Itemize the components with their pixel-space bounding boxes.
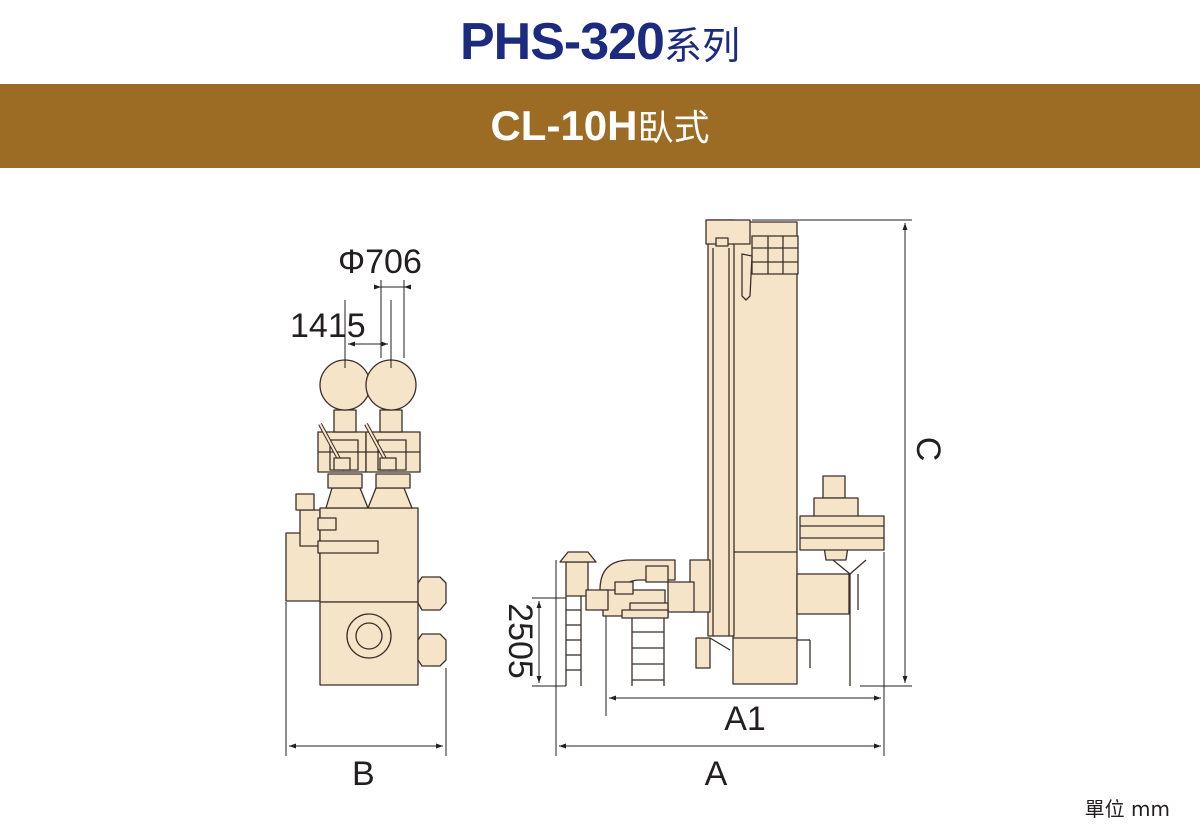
sub-model: CL-10H	[490, 102, 638, 149]
dim-2505-label: 2505	[501, 603, 539, 679]
dimension-drawing: Φ706 1415 B	[285, 219, 947, 793]
dim-a1-label: A1	[724, 700, 766, 738]
series-suffix: 系列	[663, 24, 740, 68]
unit-label: 單位 mm	[1084, 797, 1170, 821]
side-view-machine	[285, 359, 447, 686]
page-title: PHS-320系列	[0, 0, 1200, 84]
dim-c-label: C	[909, 437, 947, 462]
front-view-dimensions	[532, 219, 912, 756]
dim-phi-label: Φ706	[338, 243, 422, 281]
series-model: PHS-320	[459, 13, 665, 71]
sub-suffix: 臥式	[637, 108, 710, 149]
front-view-machine	[559, 219, 885, 686]
side-view-dimensions	[285, 280, 447, 756]
dim-a-label: A	[705, 755, 728, 793]
dim-b-label: B	[352, 755, 375, 793]
dim-1415-label: 1415	[290, 307, 366, 345]
model-banner: CL-10H臥式	[0, 84, 1200, 168]
